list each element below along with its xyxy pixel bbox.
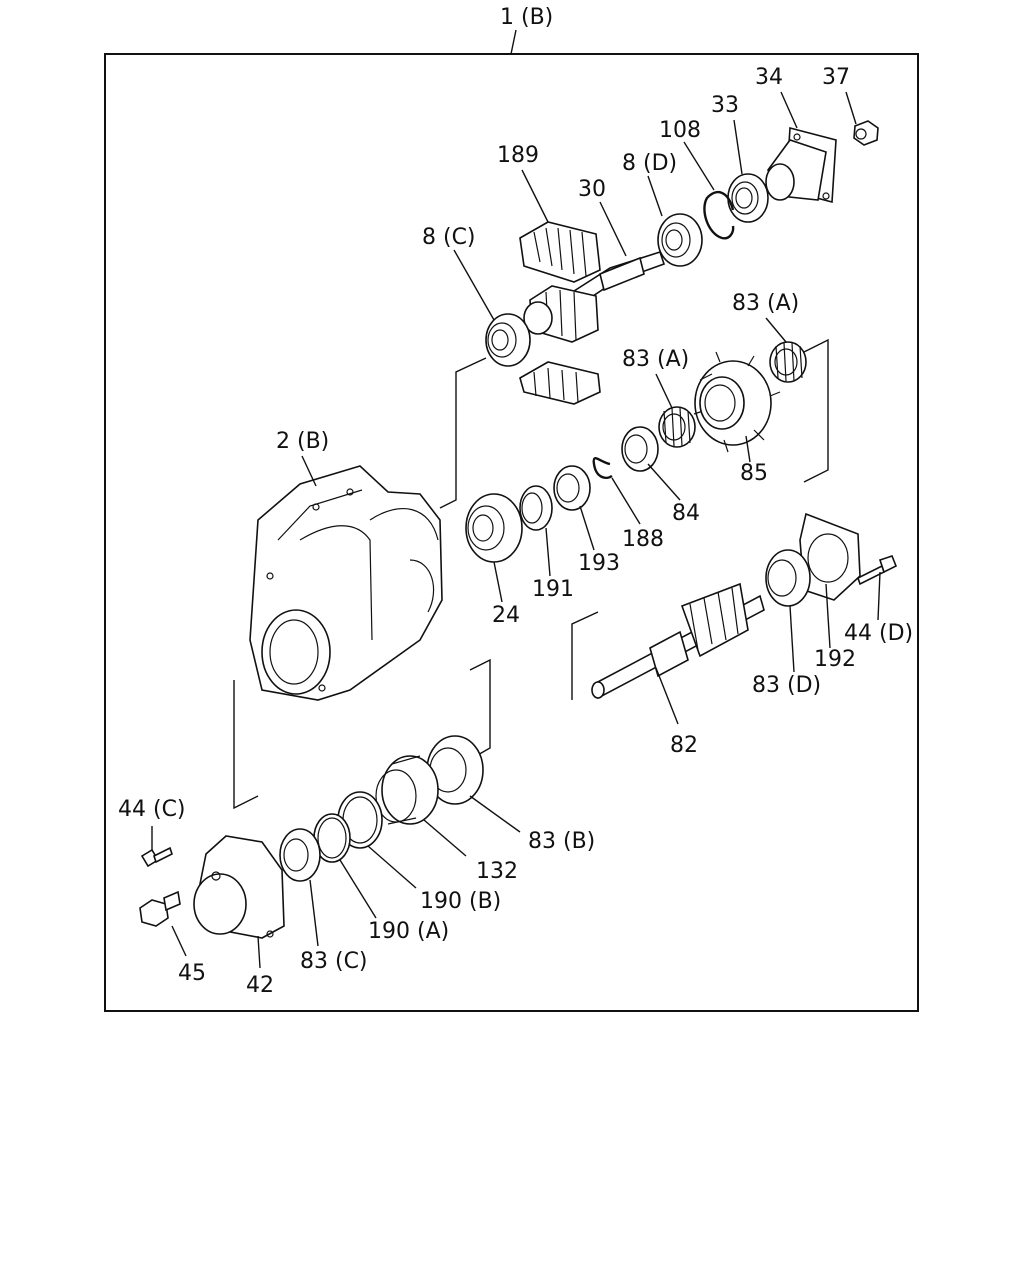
label-44d: 44 (D): [844, 621, 913, 646]
part-193-ring: [553, 465, 591, 511]
leader-lower-left-bracket: [233, 680, 259, 810]
part-108-snap-ring: [703, 190, 735, 240]
part-188-snap-ring: [592, 457, 613, 479]
label-83c: 83 (C): [300, 949, 368, 974]
part-83a-needle-bearing-mid: [658, 406, 696, 448]
part-44d-bolt: [857, 555, 898, 586]
label-84: 84: [672, 501, 700, 526]
label-83b: 83 (B): [528, 829, 595, 854]
part-83d-bearing: [765, 549, 811, 607]
label-83a-top: 83 (A): [732, 291, 799, 316]
part-2b-housing: [249, 465, 443, 701]
label-33: 33: [711, 93, 739, 118]
label-83d: 83 (D): [752, 673, 821, 698]
part-8d-bearing: [657, 213, 703, 267]
part-132-sleeve: [375, 755, 439, 825]
label-34: 34: [755, 65, 783, 90]
label-190a: 190 (A): [368, 919, 449, 944]
label-192: 192: [814, 647, 856, 672]
leader-group-bracket: [439, 357, 487, 509]
part-33-bearing: [727, 173, 769, 223]
label-189: 189: [497, 143, 539, 168]
label-30: 30: [578, 177, 606, 202]
label-2b: 2 (B): [276, 429, 329, 454]
label-85: 85: [740, 461, 768, 486]
label-44c: 44 (C): [118, 797, 186, 822]
part-34-flange: [765, 126, 837, 204]
leader-lower-right-bracket: [571, 611, 599, 700]
label-82: 82: [670, 733, 698, 758]
part-84-collar: [621, 426, 659, 472]
label-188: 188: [622, 527, 664, 552]
label-45: 45: [178, 961, 206, 986]
label-8d: 8 (D): [622, 151, 677, 176]
label-24: 24: [492, 603, 520, 628]
part-42-end-cover: [193, 835, 285, 939]
leader-right-bracket: [803, 338, 829, 483]
label-42: 42: [246, 973, 274, 998]
part-192-gasket: [799, 512, 861, 601]
part-83a-needle-bearing-top: [769, 341, 807, 383]
part-45-plug: [139, 890, 181, 927]
part-37-nut: [853, 120, 879, 146]
part-8c-bearing: [485, 313, 531, 367]
label-190b: 190 (B): [420, 889, 501, 914]
label-193: 193: [578, 551, 620, 576]
leader-lower-mid-bracket: [469, 658, 491, 757]
part-83c-bearing: [279, 828, 321, 882]
label-assembly-1b: 1 (B): [500, 5, 553, 30]
label-37: 37: [822, 65, 850, 90]
part-191-spacer: [519, 485, 553, 531]
part-82-main-shaft: [591, 582, 765, 700]
label-191: 191: [532, 577, 574, 602]
part-labels: 1 (B) 34 37 108 33 189 30 8 (D) 8 (C) 83…: [118, 5, 913, 998]
part-24-bearing: [465, 493, 523, 563]
leader-lines: [151, 91, 881, 969]
part-85-gear: [693, 351, 781, 453]
label-83a-mid: 83 (A): [622, 347, 689, 372]
label-132: 132: [476, 859, 518, 884]
label-108: 108: [659, 118, 701, 143]
part-189-gear-assembly: [519, 221, 601, 405]
part-44c-bolt: [140, 846, 173, 868]
label-8c: 8 (C): [422, 225, 476, 250]
assembly-leader: [510, 29, 517, 55]
